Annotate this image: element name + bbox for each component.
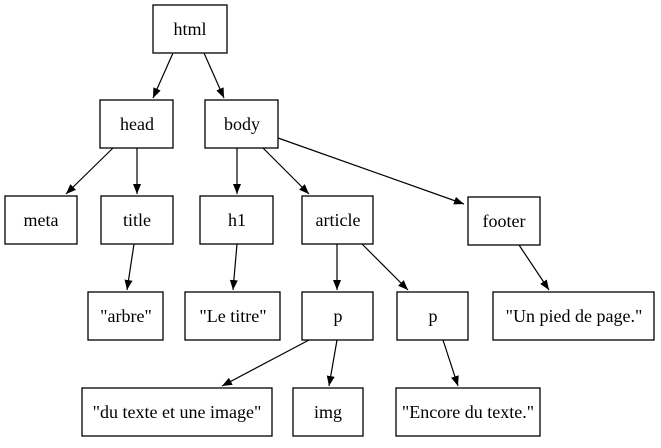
node-p1-label: p: [334, 306, 343, 326]
node-text-un-pied: "Un pied de page.": [492, 291, 655, 341]
node-meta-label: meta: [24, 210, 59, 230]
edge-p1-img: [326, 339, 338, 387]
node-meta: meta: [4, 195, 78, 245]
node-text-du-texte-label: "du texte et une image": [93, 402, 262, 422]
node-p2-label: p: [429, 306, 438, 326]
node-title-label: title: [123, 210, 151, 230]
edge-footer-un-pied: [518, 244, 550, 291]
node-footer-label: footer: [483, 211, 526, 231]
node-text-arbre-label: "arbre": [100, 306, 152, 326]
node-h1-label: h1: [228, 210, 246, 230]
node-html: html: [152, 4, 228, 54]
node-p1: p: [301, 291, 374, 341]
node-p2: p: [396, 291, 469, 341]
nodes-layer: html head body meta title h1: [4, 4, 655, 437]
node-head: head: [99, 99, 174, 149]
node-text-encore-box: [395, 387, 541, 437]
node-body-label: body: [224, 114, 260, 134]
node-article-label: article: [316, 210, 361, 230]
node-head-label: head: [120, 114, 154, 134]
node-article-box: [301, 195, 374, 245]
node-p1-box: [301, 291, 374, 341]
node-article: article: [301, 195, 374, 245]
edge-html-head: [152, 52, 174, 99]
node-text-le-titre-label: "Le titre": [199, 306, 266, 326]
edge-p2-encore: [442, 339, 459, 387]
node-text-un-pied-box: [492, 291, 655, 341]
node-html-box: [152, 4, 228, 54]
node-meta-box: [4, 195, 78, 245]
edge-p1-du-texte: [221, 339, 310, 387]
edges-layer: [65, 52, 550, 387]
node-p2-box: [396, 291, 469, 341]
node-footer: footer: [467, 196, 541, 246]
node-footer-box: [467, 196, 541, 246]
node-text-le-titre: "Le titre": [184, 291, 281, 341]
node-h1: h1: [199, 195, 274, 245]
node-title-box: [100, 195, 174, 245]
node-img-label: img: [314, 402, 342, 422]
node-text-arbre-box: [87, 291, 164, 341]
edge-head-meta: [65, 147, 114, 195]
node-img-box: [292, 387, 364, 437]
edge-body-footer: [277, 137, 465, 205]
edge-html-body: [203, 52, 225, 99]
node-title: title: [100, 195, 174, 245]
node-text-arbre: "arbre": [87, 291, 164, 341]
node-body-box: [204, 99, 279, 149]
node-text-du-texte: "du texte et une image": [81, 387, 273, 437]
node-body: body: [204, 99, 279, 149]
node-html-label: html: [173, 19, 206, 39]
edge-article-p2: [361, 243, 409, 291]
node-text-du-texte-box: [81, 387, 273, 437]
node-text-encore: "Encore du texte.": [395, 387, 541, 437]
node-img: img: [292, 387, 364, 437]
node-h1-box: [199, 195, 274, 245]
edge-body-article: [262, 147, 310, 195]
edge-title-arbre: [124, 243, 135, 291]
node-text-le-titre-box: [184, 291, 281, 341]
node-text-un-pied-label: "Un pied de page.": [506, 306, 643, 326]
node-text-encore-label: "Encore du texte.": [402, 402, 534, 422]
edge-h1-le-titre: [229, 243, 238, 291]
node-head-box: [99, 99, 174, 149]
